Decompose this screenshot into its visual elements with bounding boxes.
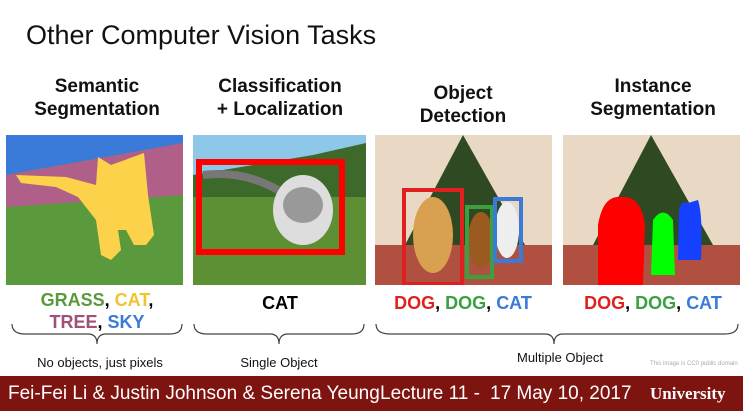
- heading-line: + Localization: [216, 99, 344, 120]
- caption-multiple-object: Multiple Object: [517, 350, 603, 365]
- object-detection-image: [375, 135, 552, 285]
- caption-single-object: Single Object: [240, 355, 318, 370]
- brace-semantic: [11, 323, 183, 345]
- grouping-braces: [11, 323, 739, 345]
- bounding-box: [196, 159, 345, 255]
- label-grass: GRASS: [40, 290, 105, 310]
- footer-bar: Fei-Fei Li & Justin Johnson & Serena Yeu…: [0, 376, 743, 411]
- label-cat: CAT: [262, 293, 298, 313]
- heading-line: Detection: [419, 106, 507, 127]
- instance-segmentation-image: [563, 135, 740, 285]
- slide-title: Other Computer Vision Tasks: [26, 20, 377, 50]
- brace-classification: [193, 323, 365, 345]
- label-sky: SKY: [107, 312, 145, 332]
- classification-label: CAT: [185, 292, 375, 314]
- classification-localization-image: [193, 135, 366, 285]
- dog-box: [465, 205, 494, 279]
- heading-line: Classification: [218, 76, 342, 97]
- dog-box: [402, 188, 464, 285]
- heading-line: Segmentation: [34, 99, 160, 120]
- footer-authors: Fei-Fei Li & Justin Johnson & Serena Yeu…: [8, 383, 380, 404]
- label-cat: CAT: [114, 290, 149, 310]
- caption-no-objects: No objects, just pixels: [37, 355, 163, 370]
- heading-classification-localization: Classification+ Localization: [185, 75, 375, 121]
- heading-line: Instance: [614, 76, 692, 97]
- label-dog: DOG: [635, 293, 677, 313]
- label-dog: DOG: [584, 293, 626, 313]
- instance-labels: DOG, DOG, CAT: [584, 293, 722, 313]
- cat-box: [493, 197, 523, 263]
- detection-labels: DOG, DOG, CAT: [394, 293, 532, 313]
- watermark-overlay: University: [650, 384, 726, 403]
- label-cat: CAT: [686, 293, 722, 313]
- semantic-labels: GRASS, CAT, TREE, SKY: [40, 290, 154, 332]
- label-cat: CAT: [496, 293, 532, 313]
- label-dog: DOG: [394, 293, 436, 313]
- heading-line: Object: [433, 83, 493, 104]
- label-tree: TREE: [49, 312, 98, 332]
- image-credit: This image is CC0 public domain: [650, 361, 738, 367]
- footer-date: 17 May 10, 2017: [490, 383, 632, 404]
- semantic-segmentation-image: [6, 135, 183, 285]
- footer-lecture: Lecture 11 -: [380, 383, 480, 404]
- label-dog: DOG: [445, 293, 487, 313]
- heading-line: Segmentation: [590, 99, 716, 120]
- heading-line: Semantic: [54, 76, 140, 97]
- brace-multiple: [375, 323, 739, 345]
